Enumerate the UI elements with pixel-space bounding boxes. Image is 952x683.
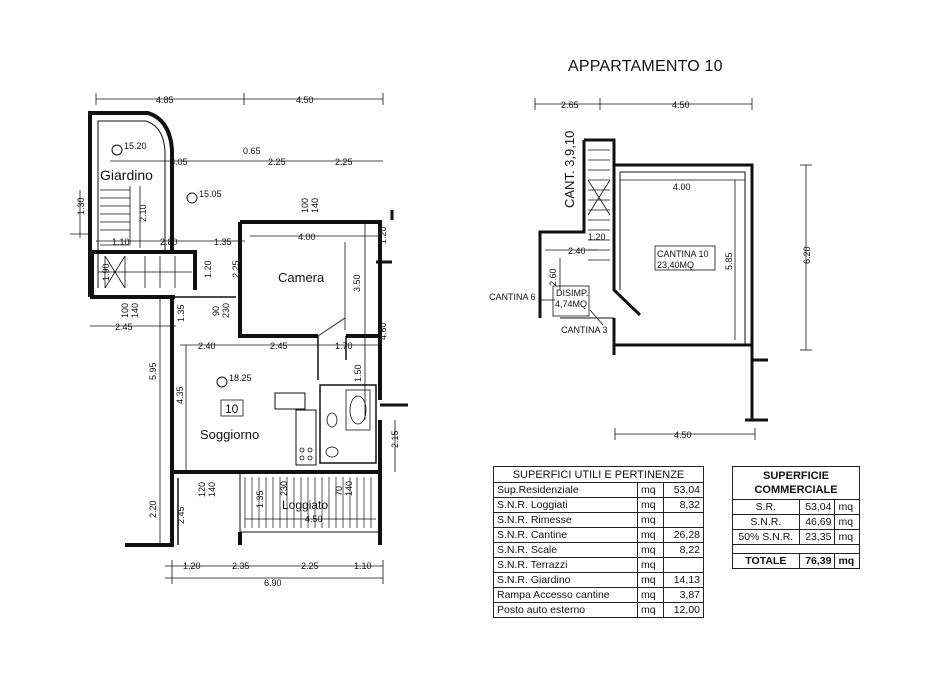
dim-100a: 100	[300, 198, 310, 213]
unit-number: 10	[225, 402, 239, 416]
dim-230a: 230	[221, 303, 231, 318]
base-dim-top-left: 2.65	[561, 100, 579, 110]
dim-b120: 1.20	[183, 561, 201, 571]
dim-245c: 2.45	[176, 506, 186, 524]
base-dim-400: 4.00	[673, 182, 691, 192]
table-utili-header: SUPERFICI UTILI E PERTINENZE	[493, 466, 704, 483]
disimp-area: 4,74MQ	[555, 299, 587, 309]
base-dim-240: 2.40	[568, 246, 586, 256]
dim-215: 2.15	[390, 430, 400, 448]
dim-170: 1.70	[335, 341, 353, 351]
dim-210: 2.10	[138, 204, 148, 222]
dim-140b: 140	[130, 303, 140, 318]
cantina3-label: CANTINA 3	[561, 325, 608, 335]
dim-top-right: 4.50	[296, 95, 314, 105]
dim-190: 1.90	[101, 263, 111, 281]
dim-065: 0.65	[243, 146, 261, 156]
dim-top-left: 4.85	[156, 95, 174, 105]
cantina10-label: CANTINA 10	[657, 249, 709, 259]
dim-130: 1.30	[76, 197, 86, 215]
dim-220: 2.20	[148, 500, 158, 518]
cantina6-label: CANTINA 6	[489, 292, 536, 302]
dim-225a: 2.25	[268, 157, 286, 167]
dim-b690: 6.90	[264, 578, 282, 588]
dim-305: 3.05	[170, 157, 188, 167]
base-dim-top-right: 4.50	[672, 100, 690, 110]
table-superfici-utili: SUPERFICI UTILI E PERTINENZE Sup.Residen…	[493, 466, 705, 618]
dim-120c: 120	[197, 482, 207, 497]
dim-350: 3.50	[352, 274, 362, 292]
base-dim-620: 6.20	[802, 246, 812, 264]
base-dim-585: 5.85	[724, 252, 734, 270]
dim-110: 1.10	[112, 237, 130, 247]
dim-100b: 100	[120, 303, 130, 318]
level-1825: 18.25	[229, 373, 252, 383]
dim-245a: 2.45	[115, 322, 133, 332]
dim-70: 70	[334, 486, 344, 496]
dim-120a: 1.20	[378, 226, 388, 244]
dim-245b: 2.45	[270, 341, 288, 351]
dim-225c: 2.25	[231, 260, 241, 278]
base-dim-bottom: 4.50	[674, 430, 692, 440]
dim-140a: 140	[310, 198, 320, 213]
dim-225b: 2.25	[335, 157, 353, 167]
page-title: APPARTAMENTO 10	[568, 58, 723, 75]
dim-b225: 2.25	[301, 561, 319, 571]
dim-140c: 140	[207, 482, 217, 497]
base-dim-120: 1.20	[588, 232, 606, 242]
dim-b110: 1.10	[354, 561, 372, 571]
dim-120b: 1.20	[203, 260, 213, 278]
dim-140d: 140	[344, 481, 354, 496]
base-cant-label: CANT. 3,9,10	[562, 131, 577, 208]
level-1505: 15.05	[199, 189, 222, 199]
dim-135b: 1.35	[176, 304, 186, 322]
disimp-label: DISIMP.	[556, 288, 588, 298]
dim-240: 2.40	[198, 341, 216, 351]
dim-460: 4.60	[378, 322, 388, 340]
room-giardino: Giardino	[100, 167, 153, 183]
dim-135a: 1.35	[214, 237, 232, 247]
room-camera: Camera	[278, 270, 325, 285]
dim-435: 4.35	[175, 386, 185, 404]
dim-280: 2.80	[160, 237, 178, 247]
dim-450: 4.50	[305, 514, 323, 524]
dim-90: 90	[211, 306, 221, 316]
dim-b235: 2.35	[232, 561, 250, 571]
cantina10-area: 23,40MQ	[657, 260, 694, 270]
level-1520: 15.20	[124, 141, 147, 151]
base-dim-260: 2.60	[548, 268, 558, 286]
dim-595: 5.95	[148, 362, 158, 380]
dim-230b: 230	[279, 481, 289, 496]
dim-400: 4.00	[298, 232, 316, 242]
room-soggiorno: Soggiorno	[200, 427, 259, 442]
dim-135c: 1.35	[255, 490, 265, 508]
dim-150: 1.50	[353, 364, 363, 382]
room-loggiato: Loggiato	[282, 498, 328, 512]
